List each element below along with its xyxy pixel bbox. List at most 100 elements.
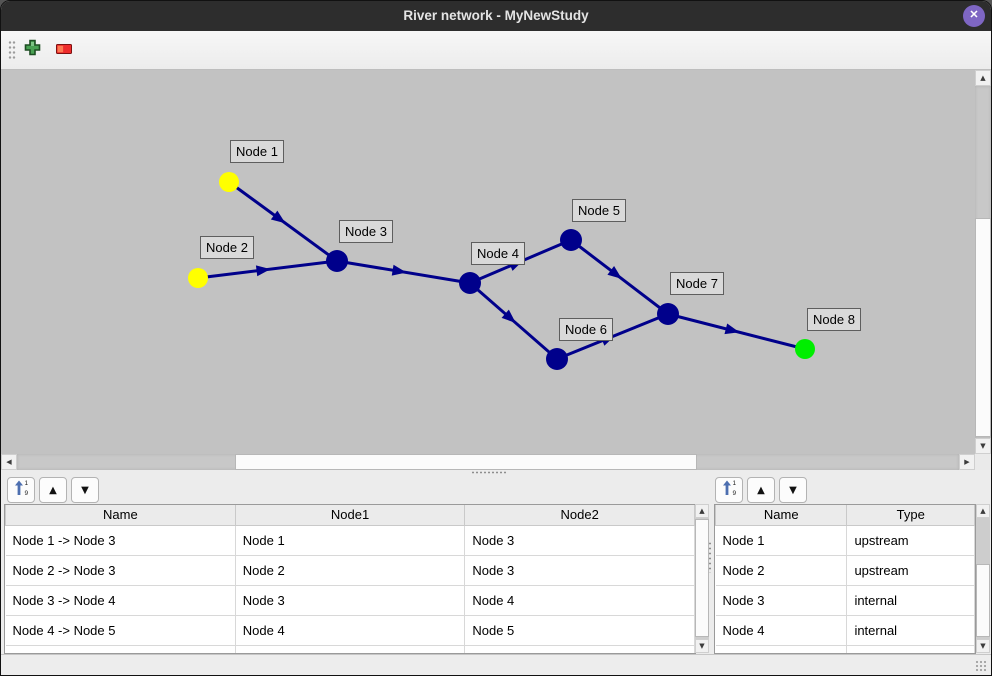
table-cell[interactable]: Node 1: [235, 525, 466, 556]
table-cell[interactable]: [846, 645, 975, 653]
scroll-thumb[interactable]: [235, 454, 697, 470]
node-circle[interactable]: [219, 172, 239, 192]
node-circle[interactable]: [546, 348, 568, 370]
node-circle[interactable]: [188, 268, 208, 288]
table-cell[interactable]: Node 4: [235, 615, 466, 646]
table-cell[interactable]: upstream: [846, 555, 975, 586]
scroll-thumb[interactable]: [695, 519, 709, 637]
remove-node-button[interactable]: [52, 38, 76, 62]
edge-arrow-icon: [724, 323, 740, 335]
scrollbar-corner: [975, 454, 991, 470]
horizontal-splitter[interactable]: [1, 470, 991, 474]
column-header[interactable]: Type: [846, 505, 975, 526]
edge-arrow-icon: [255, 265, 271, 277]
scroll-up-button[interactable]: ▲: [975, 70, 991, 86]
canvas-vertical-scrollbar[interactable]: ▲ ▼: [975, 70, 991, 454]
close-button[interactable]: ✕: [963, 5, 985, 27]
node-label: Node 6: [559, 318, 613, 341]
table-cell[interactable]: upstream: [846, 525, 975, 556]
scroll-down-button[interactable]: ▼: [976, 639, 990, 653]
table-cell[interactable]: Node 2: [715, 555, 848, 586]
nodes-move-up-button[interactable]: ▲: [747, 477, 775, 503]
table-cell[interactable]: Node 3: [464, 555, 695, 586]
main-toolbar: [1, 31, 991, 70]
table-cell[interactable]: Node 4 -> Node 5: [5, 615, 236, 646]
edge-arrow-icon: [607, 265, 622, 279]
nodes-table-scrollbar[interactable]: ▲ ▼: [976, 504, 990, 653]
table-cell[interactable]: Node 4: [464, 585, 695, 616]
sort-ascending-icon: 1 9: [14, 479, 29, 501]
table-cell[interactable]: Node 3: [464, 525, 695, 556]
edges-sort-button[interactable]: 1 9: [7, 477, 35, 503]
table-cell[interactable]: Node 1: [715, 525, 848, 556]
toolbar-drag-handle[interactable]: [8, 40, 16, 61]
node-label: Node 3: [339, 220, 393, 243]
column-header[interactable]: Node1: [234, 505, 466, 526]
table-cell[interactable]: [715, 645, 848, 653]
table-cell[interactable]: [235, 645, 466, 653]
scroll-down-icon: ▼: [980, 642, 986, 650]
scroll-up-button[interactable]: ▲: [976, 504, 990, 518]
edges-move-up-button[interactable]: ▲: [39, 477, 67, 503]
node-circle[interactable]: [657, 303, 679, 325]
nodes-sort-button[interactable]: 1 9: [715, 477, 743, 503]
table-cell[interactable]: [464, 645, 695, 653]
table-cell[interactable]: internal: [846, 585, 975, 616]
scroll-right-button[interactable]: ▶: [959, 454, 975, 470]
scroll-thumb[interactable]: [975, 218, 991, 437]
add-node-button[interactable]: [20, 38, 44, 62]
table-row-empty[interactable]: [715, 645, 975, 653]
node-circle[interactable]: [795, 339, 815, 359]
node-circle[interactable]: [560, 229, 582, 251]
svg-text:1: 1: [24, 480, 28, 487]
table-cell[interactable]: Node 2 -> Node 3: [5, 555, 236, 586]
table-cell[interactable]: internal: [846, 615, 975, 646]
edge-arrow-icon: [391, 264, 407, 276]
table-row-empty[interactable]: [5, 645, 695, 653]
scroll-down-button[interactable]: ▼: [975, 438, 991, 454]
scroll-left-icon: ◀: [6, 458, 12, 466]
scroll-thumb[interactable]: [976, 564, 990, 637]
table-cell[interactable]: Node 2: [235, 555, 466, 586]
column-header[interactable]: Name: [715, 505, 848, 526]
nodes-move-down-button[interactable]: ▼: [779, 477, 807, 503]
table-cell[interactable]: Node 3: [715, 585, 848, 616]
move-down-icon: ▼: [81, 484, 89, 496]
table-cell[interactable]: Node 1 -> Node 3: [5, 525, 236, 556]
edges-table-scrollbar[interactable]: ▲ ▼: [695, 504, 709, 653]
node-circle[interactable]: [459, 272, 481, 294]
edge-arrow-icon: [270, 210, 286, 224]
scroll-down-button[interactable]: ▼: [695, 639, 709, 653]
add-plus-icon: [24, 39, 41, 61]
scroll-right-icon: ▶: [964, 458, 970, 466]
scroll-up-button[interactable]: ▲: [695, 504, 709, 518]
edges-move-down-button[interactable]: ▼: [71, 477, 99, 503]
node-circle[interactable]: [326, 250, 348, 272]
vertical-splitter[interactable]: [708, 541, 713, 573]
table-cell[interactable]: [5, 645, 236, 653]
column-header[interactable]: Name: [5, 505, 236, 526]
move-down-icon: ▼: [789, 484, 797, 496]
table-cell[interactable]: Node 5: [464, 615, 695, 646]
resize-grip[interactable]: [975, 660, 988, 673]
column-header[interactable]: Node2: [464, 505, 695, 526]
table-cell[interactable]: Node 3 -> Node 4: [5, 585, 236, 616]
table-cell[interactable]: Node 3: [235, 585, 466, 616]
canvas-horizontal-scrollbar[interactable]: ◀ ▶: [1, 454, 975, 470]
svg-text:1: 1: [732, 480, 736, 487]
table-cell[interactable]: Node 4: [715, 615, 848, 646]
scroll-left-button[interactable]: ◀: [1, 454, 17, 470]
